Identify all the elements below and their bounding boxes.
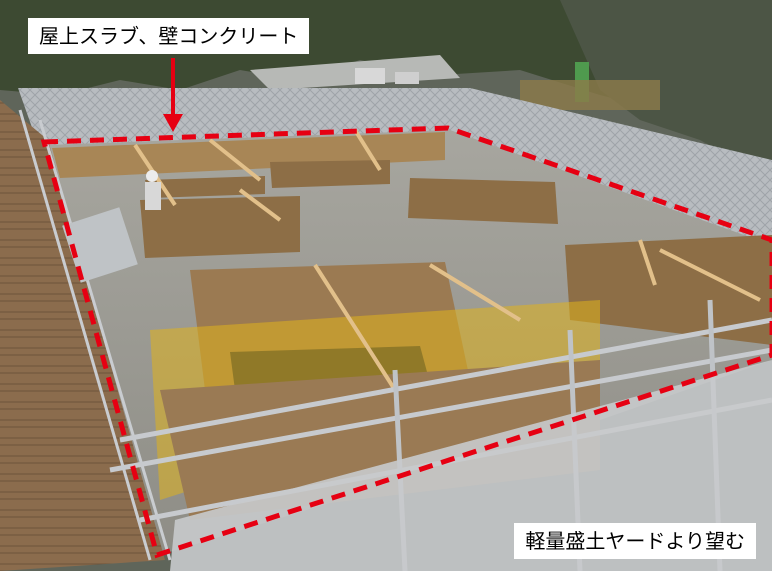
scaffold-rails <box>18 109 172 561</box>
worker-head <box>146 170 158 182</box>
formwork-box-2 <box>270 160 390 188</box>
aluminum-ladder <box>62 207 138 283</box>
parked-van <box>395 72 419 84</box>
formwork-box-5 <box>565 235 772 345</box>
rock-slope <box>560 0 772 180</box>
arrow-head <box>163 114 183 132</box>
left-scaffold-walkway <box>0 100 165 571</box>
worker-body <box>145 182 161 210</box>
formwork-box-1 <box>145 176 265 198</box>
formwork-box-4 <box>140 196 300 258</box>
top-callout-label: 屋上スラブ、壁コンクリート <box>28 18 310 54</box>
machinery-yard <box>520 80 660 110</box>
perimeter-mesh-fence <box>18 88 772 260</box>
foreground-safety-sheet <box>170 360 772 571</box>
parked-truck <box>355 68 385 84</box>
formwork-box-3 <box>408 178 558 224</box>
bottom-callout-label: 軽量盛土ヤードより望む <box>514 523 756 559</box>
